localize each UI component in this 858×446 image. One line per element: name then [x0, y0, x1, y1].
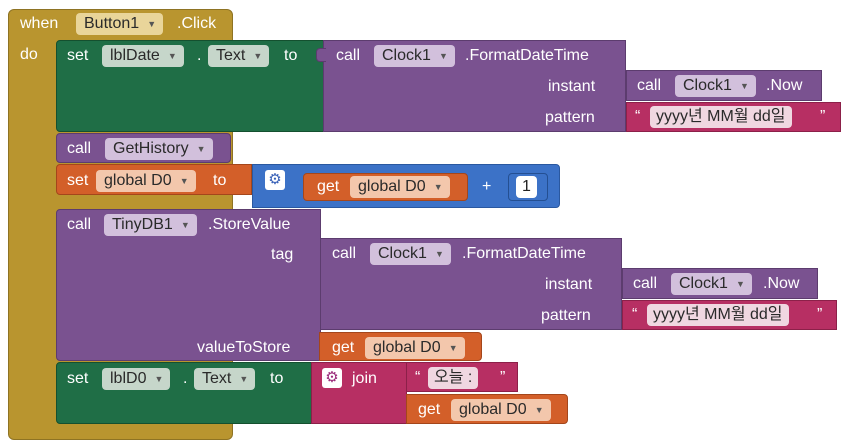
number-field[interactable]: 1: [516, 176, 537, 198]
call-keyword: call: [637, 77, 662, 94]
pattern-text-field[interactable]: yyyy년 MM월 dd일: [650, 106, 792, 128]
global-d0-variable-dropdown[interactable]: global D0: [365, 337, 465, 359]
lbld0-component-dropdown[interactable]: lblD0: [102, 368, 171, 390]
gethistory-procedure-dropdown[interactable]: GetHistory: [105, 138, 213, 160]
do-keyword: do: [20, 46, 38, 63]
open-quote: “: [632, 306, 638, 323]
format-date-time-method: .FormatDateTime: [462, 245, 586, 262]
set-lbld0-text-block[interactable]: [56, 362, 312, 424]
open-quote: “: [415, 369, 421, 386]
to-keyword: to: [213, 172, 227, 189]
set-keyword: set: [67, 370, 89, 387]
format-date-time-method: .FormatDateTime: [465, 47, 589, 64]
call-keyword: call: [633, 275, 658, 292]
set-keyword: set: [67, 172, 89, 189]
get-keyword: get: [418, 401, 441, 418]
plus-operator: +: [482, 178, 492, 195]
store-value-method: .StoreValue: [208, 216, 291, 233]
get-keyword: get: [332, 339, 355, 356]
value-to-store-label: valueToStore: [197, 339, 291, 356]
now-method: .Now: [766, 77, 803, 94]
gear-icon[interactable]: ⚙: [265, 170, 285, 190]
clock1-component-dropdown[interactable]: Clock1: [370, 243, 451, 265]
now-method: .Now: [763, 275, 800, 292]
call-keyword: call: [67, 140, 92, 157]
instant-label: instant: [548, 78, 596, 95]
event-name: .Click: [177, 15, 217, 32]
close-quote: ”: [817, 306, 823, 323]
to-keyword: to: [284, 47, 298, 64]
instant-label: instant: [545, 276, 593, 293]
lbldate-component-dropdown[interactable]: lblDate: [102, 45, 184, 67]
get-keyword: get: [317, 178, 340, 195]
open-quote: “: [635, 108, 641, 125]
global-d0-variable-dropdown[interactable]: global D0: [451, 399, 551, 421]
today-text-field[interactable]: 오늘 :: [428, 367, 479, 389]
text-property-dropdown[interactable]: Text: [194, 368, 256, 390]
close-quote: ”: [500, 369, 506, 386]
call-keyword: call: [332, 245, 357, 262]
text-property-dropdown[interactable]: Text: [208, 45, 270, 67]
dot-separator: .: [197, 47, 202, 64]
pattern-label: pattern: [545, 109, 595, 126]
call-keyword: call: [336, 47, 361, 64]
set-lbldate-text-block[interactable]: [56, 40, 326, 132]
global-d0-variable-dropdown[interactable]: global D0: [96, 170, 196, 192]
pattern-text-field[interactable]: yyyy년 MM월 dd일: [647, 304, 789, 326]
set-keyword: set: [67, 47, 89, 64]
to-keyword: to: [270, 370, 284, 387]
clock1-component-dropdown[interactable]: Clock1: [675, 75, 756, 97]
tag-label: tag: [271, 246, 294, 263]
close-quote: ”: [820, 108, 826, 125]
when-keyword: when: [20, 15, 59, 32]
global-d0-variable-dropdown[interactable]: global D0: [350, 176, 450, 198]
tinydb1-component-dropdown[interactable]: TinyDB1: [104, 214, 197, 236]
call-keyword: call: [67, 216, 92, 233]
clock1-component-dropdown[interactable]: Clock1: [671, 273, 752, 295]
pattern-label: pattern: [541, 307, 591, 324]
dot-separator: .: [183, 370, 188, 387]
clock1-component-dropdown[interactable]: Clock1: [374, 45, 455, 67]
event-component-dropdown[interactable]: Button1: [76, 13, 164, 35]
gear-icon[interactable]: ⚙: [322, 368, 342, 388]
join-label: join: [352, 370, 377, 387]
